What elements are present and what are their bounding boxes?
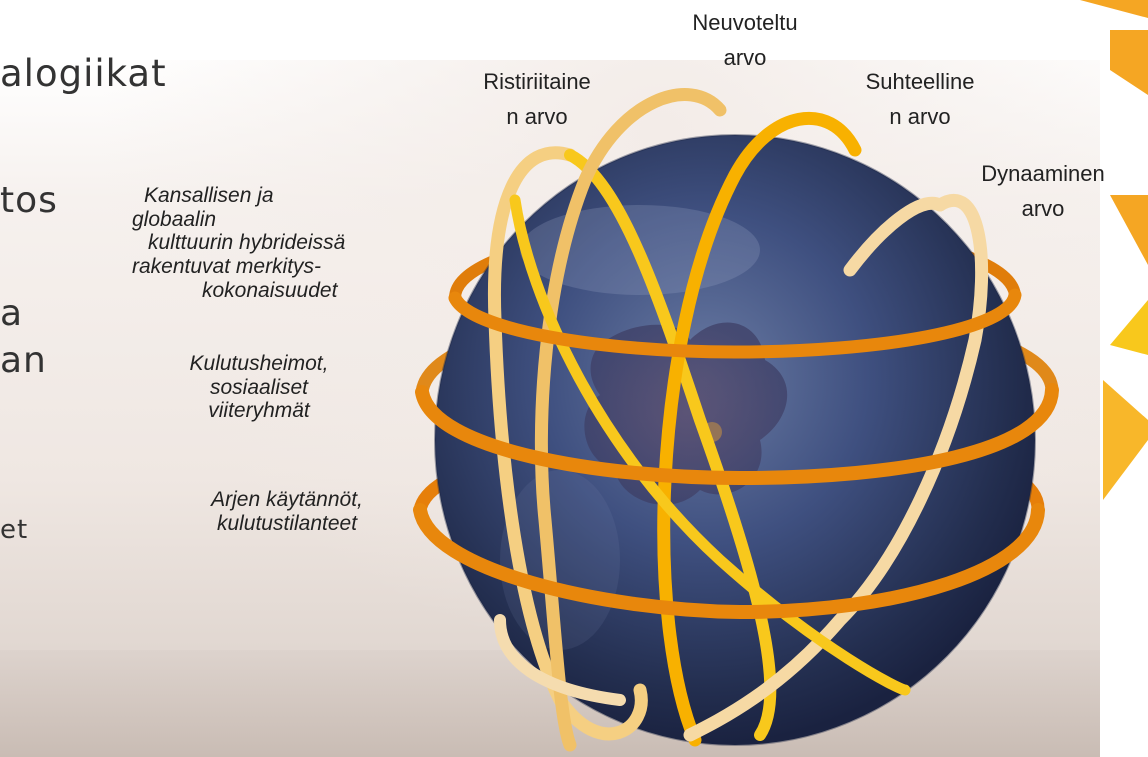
label-kansallinen: Kansallisen ja globaalin kulttuurin hybr… xyxy=(132,184,492,303)
label-suhteellinen: Suhteelline n arvo xyxy=(835,64,1005,134)
arrow-shape xyxy=(1080,0,1148,18)
label-neuvoteltu: Neuvoteltu arvo xyxy=(660,5,830,75)
label-dynaaminen: Dynaaminen arvo xyxy=(948,156,1138,226)
decorative-arrows xyxy=(1080,0,1148,500)
label-kulutusheimot: Kulutusheimot, sosiaaliset viiteryhmät xyxy=(144,352,374,423)
label-arki: Arjen käytännöt, kulutustilanteet xyxy=(162,488,412,535)
label-ristiriitainen: Ristiriitaine n arvo xyxy=(452,64,622,134)
